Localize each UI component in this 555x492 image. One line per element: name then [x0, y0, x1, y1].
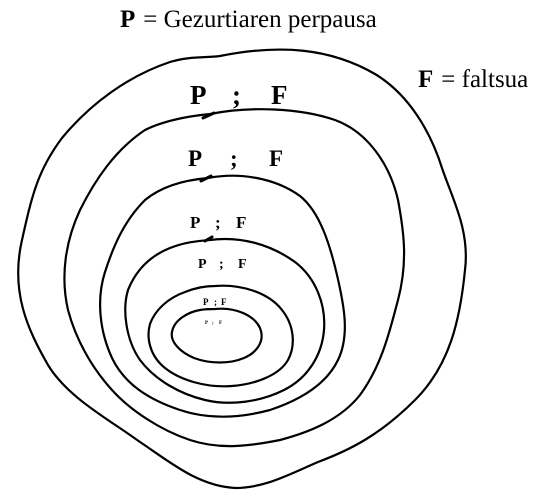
ring-3	[99, 174, 346, 418]
ring-2-f: F	[269, 146, 283, 171]
ring-5-sep: ;	[214, 297, 217, 307]
legend-f-text: = faltsua	[441, 66, 529, 93]
ring-label-5: P ; F	[203, 297, 227, 307]
ring-2-notch	[201, 111, 216, 120]
ring-4	[124, 237, 326, 404]
ring-5-p: P	[203, 297, 209, 307]
ring-outer	[17, 48, 467, 490]
ring-2-p: P	[188, 146, 202, 171]
ring-label-2: P ; F	[188, 146, 283, 171]
ring-3-f: F	[236, 213, 246, 232]
ring-5-f: F	[221, 297, 227, 307]
ring-4-f: F	[238, 257, 247, 272]
ring-label-4: P ; F	[198, 257, 247, 272]
ring-4-sep: ;	[219, 257, 224, 272]
ring-5	[147, 284, 294, 388]
legend-p-text: = Gezurtiaren perpausa	[143, 6, 377, 33]
ring-label-3: P ; F	[190, 213, 246, 232]
legend-f-symbol: F	[418, 66, 434, 93]
ring-3-notch	[199, 174, 213, 183]
ring-4-notch	[203, 235, 214, 243]
ring-3-p: P	[190, 213, 200, 232]
ring-4-p: P	[198, 257, 207, 272]
ring-1-f: F	[271, 80, 288, 110]
ring-2	[63, 108, 406, 448]
ring-6-sep: ;	[212, 321, 214, 326]
ring-label-1: P ; F	[190, 80, 288, 110]
ring-1-sep: ;	[232, 80, 241, 110]
ring-6-f: F	[219, 321, 222, 326]
ring-inner	[170, 307, 263, 364]
ring-1-p: P	[190, 80, 207, 110]
ring-3-sep: ;	[215, 213, 221, 232]
ring-6-p: P	[205, 321, 208, 326]
ring-label-6: P ; F	[205, 321, 222, 326]
legend-p: P = Gezurtiaren perpausa	[120, 6, 377, 34]
ring-2-sep: ;	[230, 146, 238, 171]
legend-p-symbol: P	[120, 6, 136, 33]
legend-f: F = faltsua	[418, 66, 528, 94]
